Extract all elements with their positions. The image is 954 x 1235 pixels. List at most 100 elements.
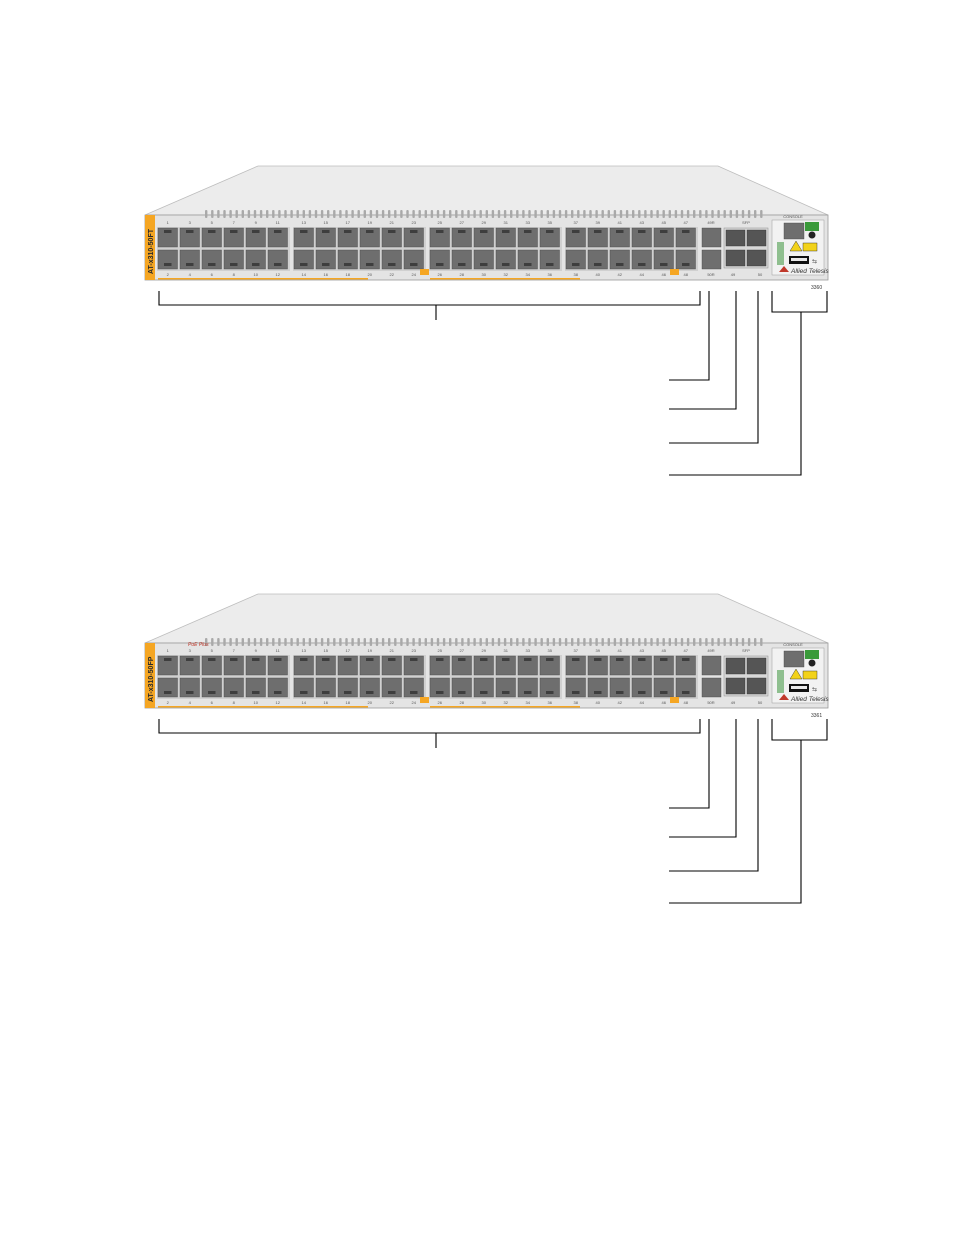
callout-bracket-ports: [158, 719, 701, 734]
vent-slot: [534, 210, 537, 218]
combo-port-50r: [701, 249, 722, 270]
rj45-port-latch: [186, 658, 194, 661]
rj45-port-latch: [502, 230, 510, 233]
vent-slot: [400, 210, 403, 218]
port-number-top: 1: [167, 648, 170, 653]
switch-top-cover: [144, 593, 829, 644]
rj45-port-latch: [572, 230, 580, 233]
vent-slot: [369, 210, 373, 218]
rj45-port-latch: [616, 691, 624, 694]
rj45-port: [201, 227, 222, 248]
vent-slot: [723, 210, 726, 218]
rj45-port: [587, 227, 608, 248]
vent-slot: [375, 210, 379, 218]
rj45-port: [267, 227, 288, 248]
rj45-port-latch: [660, 263, 668, 266]
port-number-bottom: 16: [324, 272, 329, 277]
port-number-top: 3: [189, 220, 192, 225]
port-number-top: 15: [324, 220, 329, 225]
vent-slot: [619, 638, 623, 646]
vent-slot: [583, 638, 586, 646]
vent-slot: [467, 638, 470, 646]
sfp-slot: [725, 677, 746, 695]
rj45-port: [539, 249, 560, 270]
rj45-port: [403, 249, 424, 270]
vent-slot: [589, 638, 592, 646]
rj45-port: [473, 227, 494, 248]
rj45-port-latch: [230, 230, 238, 233]
rj45-port-latch: [208, 263, 216, 266]
vent-slot: [461, 638, 464, 646]
vent-slot: [516, 638, 519, 646]
rj45-port-latch: [594, 263, 602, 266]
callout-management: [669, 312, 802, 476]
vent-slot: [632, 638, 635, 646]
rj45-port-latch: [660, 691, 668, 694]
vent-slot: [711, 210, 714, 218]
fan-status-strip: [777, 670, 784, 693]
rj45-port: [245, 677, 266, 698]
port-number-bottom: 4: [189, 700, 192, 705]
callout-combo-ports: [669, 291, 710, 381]
port-number-bottom: 6: [211, 272, 214, 277]
vent-slot: [540, 638, 543, 646]
vent-slot: [729, 638, 732, 646]
port-number-bottom: 12: [276, 272, 281, 277]
vent-slot: [705, 638, 708, 646]
rj45-port: [675, 249, 696, 270]
reset-button: [808, 231, 816, 239]
rj45-port: [157, 677, 178, 698]
rj45-port: [315, 249, 336, 270]
port-number-top: 47: [684, 648, 689, 653]
sfp-number-50: 50: [758, 272, 763, 277]
rj45-port: [157, 249, 178, 270]
rj45-port-latch: [594, 691, 602, 694]
vent-slot: [388, 638, 391, 646]
rj45-port-latch: [458, 263, 466, 266]
vent-slot: [619, 210, 623, 218]
rj45-port: [293, 677, 314, 698]
vent-slot: [442, 638, 446, 646]
rj45-port: [609, 655, 630, 676]
vent-slot: [314, 638, 318, 646]
rj45-port-latch: [638, 658, 646, 661]
vent-slot: [418, 210, 421, 218]
sfp-slot: [746, 229, 767, 247]
rj45-port: [631, 227, 652, 248]
vent-slot: [497, 210, 501, 218]
vent-slot: [571, 638, 574, 646]
rj45-port-latch: [388, 691, 396, 694]
port-number-top: 41: [618, 220, 623, 225]
vent-slot: [278, 210, 281, 218]
vent-slot: [205, 638, 208, 646]
rj45-port: [451, 655, 472, 676]
rj45-port-latch: [344, 263, 352, 266]
vent-slot: [747, 638, 751, 646]
rj45-port-latch: [164, 691, 172, 694]
vent-slot: [686, 638, 690, 646]
port-number-bottom: 22: [390, 700, 395, 705]
rj45-port: [429, 227, 450, 248]
rj45-ports: [157, 655, 698, 699]
rj45-port-latch: [344, 658, 352, 661]
switch-top-cover: [144, 165, 829, 216]
vent-slot: [674, 210, 678, 218]
vent-slot: [455, 210, 458, 218]
sfp-slot: [725, 657, 746, 675]
rj45-port: [675, 655, 696, 676]
vent-slot: [247, 210, 251, 218]
vent-slot: [522, 638, 525, 646]
vent-slot: [333, 638, 336, 646]
port-number-bottom: 48: [684, 700, 689, 705]
port-number-top: 1: [167, 220, 170, 225]
rj45-port-latch: [322, 263, 330, 266]
rj45-port: [381, 249, 402, 270]
laser-warning-icon: [789, 668, 803, 680]
rj45-port: [403, 227, 424, 248]
rj45-port: [359, 227, 380, 248]
vent-slot: [381, 210, 385, 218]
vent-slot: [735, 210, 739, 218]
combo-port-50r: [701, 677, 722, 698]
vent-slot: [369, 638, 373, 646]
rj45-port: [337, 249, 358, 270]
